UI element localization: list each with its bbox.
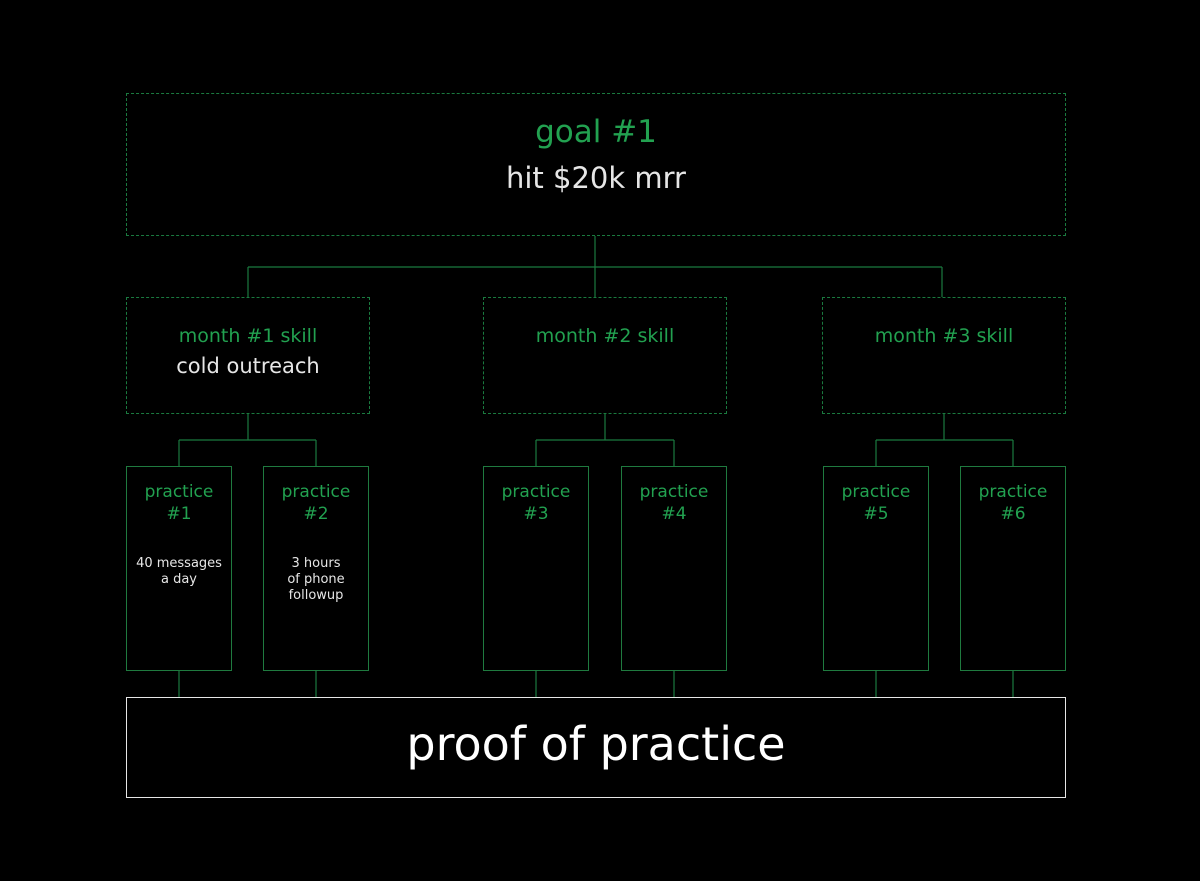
proof-box: proof of practice bbox=[126, 697, 1066, 798]
practice-1-box: practice #1 40 messages a day bbox=[126, 466, 232, 671]
goal-box: goal #1 hit $20k mrr bbox=[126, 93, 1066, 236]
goal-text: hit $20k mrr bbox=[506, 161, 686, 195]
month-1-box: month #1 skill cold outreach bbox=[126, 297, 370, 414]
practice-4-title: practice #4 bbox=[639, 482, 709, 524]
month-1-skill: cold outreach bbox=[176, 354, 320, 378]
practice-1-title: practice #1 bbox=[144, 482, 214, 524]
month-3-box: month #3 skill bbox=[822, 297, 1066, 414]
practice-6-box: practice #6 bbox=[960, 466, 1066, 671]
month-1-title: month #1 skill bbox=[178, 325, 318, 347]
practice-1-desc: 40 messages a day bbox=[136, 556, 222, 587]
month-2-box: month #2 skill bbox=[483, 297, 727, 414]
proof-text: proof of practice bbox=[406, 717, 786, 771]
practice-3-box: practice #3 bbox=[483, 466, 589, 671]
practice-2-desc: 3 hours of phone followup bbox=[287, 556, 345, 603]
practice-3-title: practice #3 bbox=[501, 482, 571, 524]
practice-2-title: practice #2 bbox=[281, 482, 351, 524]
practice-2-box: practice #2 3 hours of phone followup bbox=[263, 466, 369, 671]
practice-6-title: practice #6 bbox=[978, 482, 1048, 524]
month-2-title: month #2 skill bbox=[535, 325, 675, 347]
practice-5-title: practice #5 bbox=[841, 482, 911, 524]
practice-4-box: practice #4 bbox=[621, 466, 727, 671]
practice-5-box: practice #5 bbox=[823, 466, 929, 671]
month-3-title: month #3 skill bbox=[874, 325, 1014, 347]
goal-title: goal #1 bbox=[535, 114, 657, 150]
